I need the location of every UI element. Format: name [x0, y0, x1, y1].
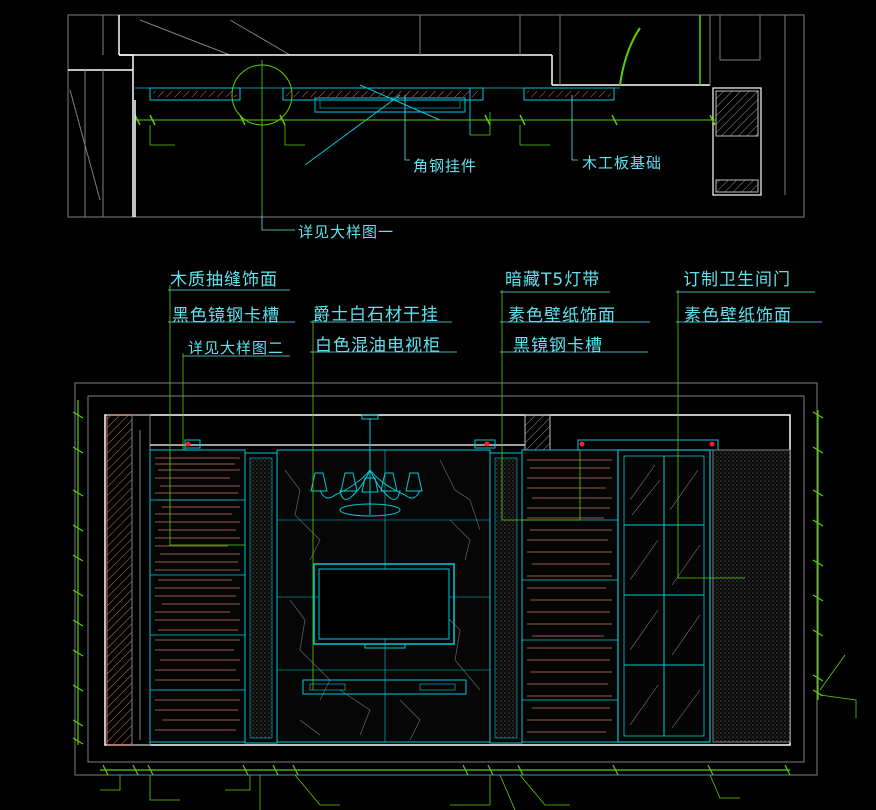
- label-angle-steel-hanger: 角钢挂件: [413, 157, 478, 175]
- label-plain-wallpaper-b: 素色壁纸饰面: [684, 306, 792, 326]
- label-black-mirror-steel-slot: 黑色镜钢卡槽: [172, 306, 280, 326]
- elevation-view: [72, 285, 857, 810]
- label-white-paint-tv-cabinet: 白色混油电视柜: [315, 336, 441, 356]
- label-detail-one: 详见大样图一: [298, 223, 395, 241]
- label-custom-bathroom-door: 订制卫生间门: [683, 270, 791, 290]
- plan-view: [67, 14, 805, 231]
- label-hidden-t5-light: 暗藏T5灯带: [505, 270, 601, 290]
- label-plain-wallpaper-a: 素色壁纸饰面: [508, 306, 616, 326]
- label-wood-board-base: 木工板基础: [582, 154, 663, 172]
- label-wood-groove-finish: 木质抽缝饰面: [170, 270, 278, 290]
- label-detail-two: 详见大样图二: [188, 339, 285, 357]
- label-black-mirror-slot: 黑镜钢卡槽: [513, 336, 603, 356]
- label-jazz-white-stone: 爵士白石材干挂: [313, 305, 439, 325]
- chandelier: [310, 414, 423, 517]
